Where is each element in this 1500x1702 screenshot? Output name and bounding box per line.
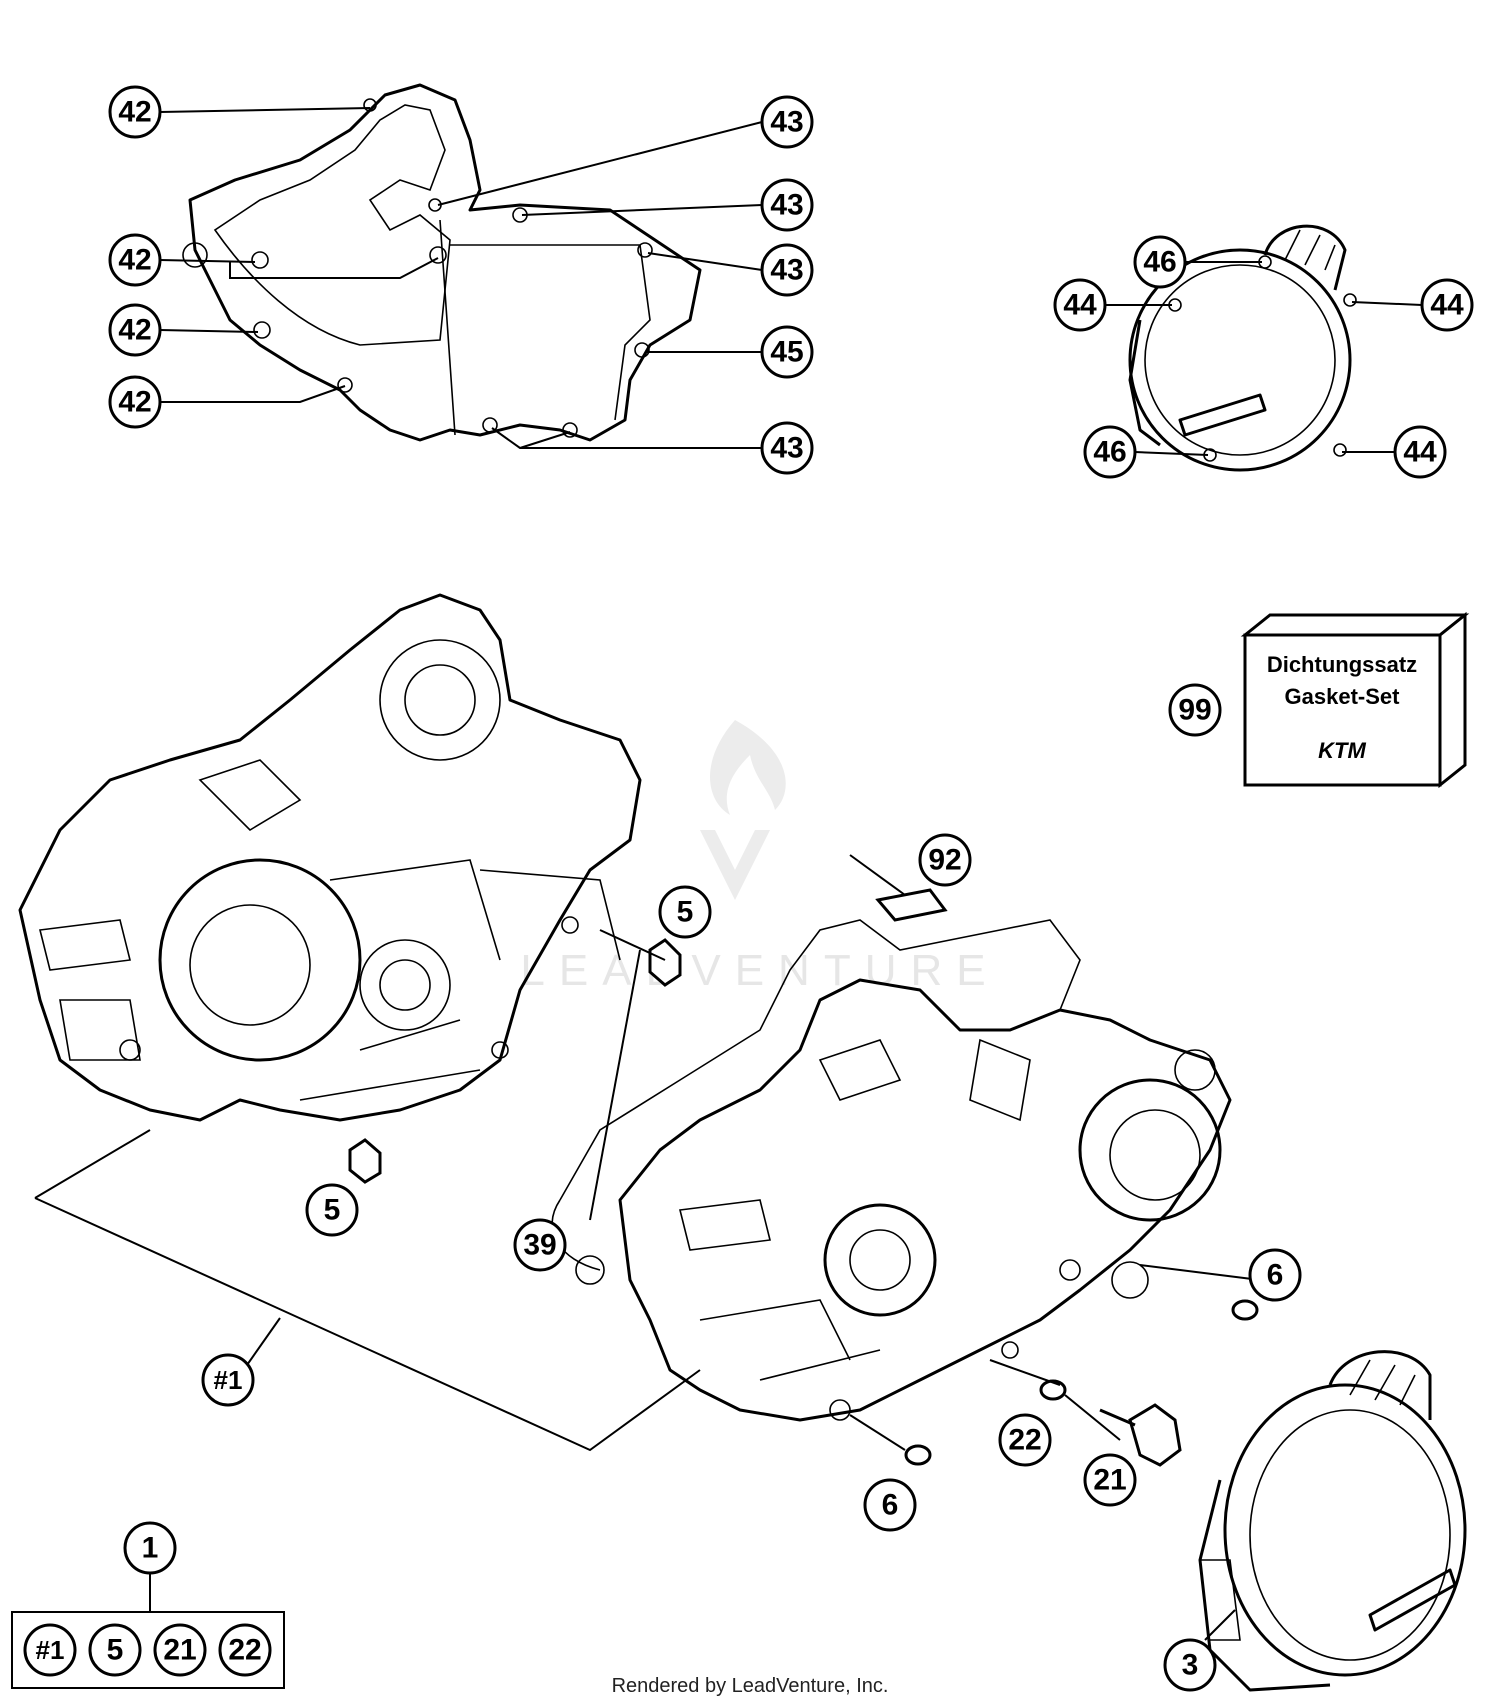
callout-44-c: 44 <box>1393 425 1447 479</box>
callout-43-c: 43 <box>760 243 814 297</box>
svg-text:22: 22 <box>228 1634 261 1667</box>
callout-hash-1: #1 <box>201 1353 255 1407</box>
gasket-box-line1: Dichtungssatz <box>1267 652 1417 677</box>
svg-text:1: 1 <box>142 1532 159 1565</box>
svg-text:43: 43 <box>770 432 803 465</box>
callout-42-c: 42 <box>108 303 162 357</box>
gasket-set-box: Dichtungssatz Gasket-Set KTM <box>1240 611 1470 789</box>
cover-gasket <box>182 83 702 442</box>
svg-text:21: 21 <box>1093 1464 1126 1497</box>
svg-text:#1: #1 <box>214 1365 243 1395</box>
callout-43-b: 43 <box>760 178 814 232</box>
callout-42-d: 42 <box>108 375 162 429</box>
callout-99: 99 <box>1168 683 1222 737</box>
callout-6-a: 6 <box>1248 1248 1302 1302</box>
svg-text:44: 44 <box>1430 289 1464 322</box>
callout-6-b: 6 <box>863 1478 917 1532</box>
svg-text:42: 42 <box>118 96 151 129</box>
svg-text:99: 99 <box>1178 694 1211 727</box>
top-right-leaders <box>1105 261 1423 456</box>
svg-text:45: 45 <box>770 336 803 369</box>
kit-members: #1 5 21 22 <box>23 1623 272 1677</box>
callout-46-b: 46 <box>1083 425 1137 479</box>
svg-text:43: 43 <box>770 106 803 139</box>
svg-text:42: 42 <box>118 314 151 347</box>
ignition-cover-bottom <box>1198 1350 1467 1692</box>
svg-text:3: 3 <box>1182 1649 1199 1682</box>
render-credit: Rendered by LeadVenture, Inc. <box>612 1675 889 1697</box>
svg-text:21: 21 <box>163 1634 196 1667</box>
svg-text:6: 6 <box>1267 1259 1284 1292</box>
callout-43-a: 43 <box>760 95 814 149</box>
svg-text:46: 46 <box>1093 436 1126 469</box>
svg-text:5: 5 <box>324 1194 341 1227</box>
gasket-box-brand: KTM <box>1318 738 1366 763</box>
ignition-cover-top <box>1128 224 1357 472</box>
callout-46-a: 46 <box>1133 235 1187 289</box>
callout-5-b: 5 <box>305 1183 359 1237</box>
svg-text:42: 42 <box>118 386 151 419</box>
callout-44-b: 44 <box>1420 278 1474 332</box>
callout-43-d: 43 <box>760 421 814 475</box>
callout-22: 22 <box>998 1413 1052 1467</box>
svg-text:5: 5 <box>107 1634 124 1667</box>
callout-44-a: 44 <box>1053 278 1107 332</box>
callout-3: 3 <box>1163 1638 1217 1692</box>
svg-text:43: 43 <box>770 254 803 287</box>
callout-42-a: 42 <box>108 85 162 139</box>
callout-39: 39 <box>513 1218 567 1272</box>
callout-42-b: 42 <box>108 233 162 287</box>
svg-text:92: 92 <box>928 844 961 877</box>
svg-text:#1: #1 <box>36 1635 65 1665</box>
svg-text:43: 43 <box>770 189 803 222</box>
svg-text:44: 44 <box>1063 289 1097 322</box>
gasket-box-line2: Gasket-Set <box>1285 684 1401 709</box>
small-parts <box>348 888 1259 1467</box>
kit-member-hash-1: #1 <box>23 1623 77 1677</box>
lower-leaders <box>11 854 1261 1689</box>
callout-21: 21 <box>1083 1453 1137 1507</box>
svg-text:5: 5 <box>677 896 694 929</box>
right-crankcase-half <box>551 919 1232 1422</box>
callout-92: 92 <box>918 833 972 887</box>
svg-text:42: 42 <box>118 244 151 277</box>
svg-text:6: 6 <box>882 1489 899 1522</box>
svg-text:44: 44 <box>1403 436 1437 469</box>
svg-text:22: 22 <box>1008 1424 1041 1457</box>
callout-1: 1 <box>123 1521 177 1575</box>
svg-text:46: 46 <box>1143 246 1176 279</box>
kit-member-22: 22 <box>218 1623 272 1677</box>
kit-member-5: 5 <box>88 1623 142 1677</box>
callout-5-a: 5 <box>658 885 712 939</box>
callout-45: 45 <box>760 325 814 379</box>
watermark-text: LEADVENTURE <box>520 946 999 995</box>
svg-text:39: 39 <box>523 1229 556 1262</box>
kit-member-21: 21 <box>153 1623 207 1677</box>
top-left-leaders <box>159 107 763 449</box>
left-crankcase-half <box>18 593 642 1122</box>
